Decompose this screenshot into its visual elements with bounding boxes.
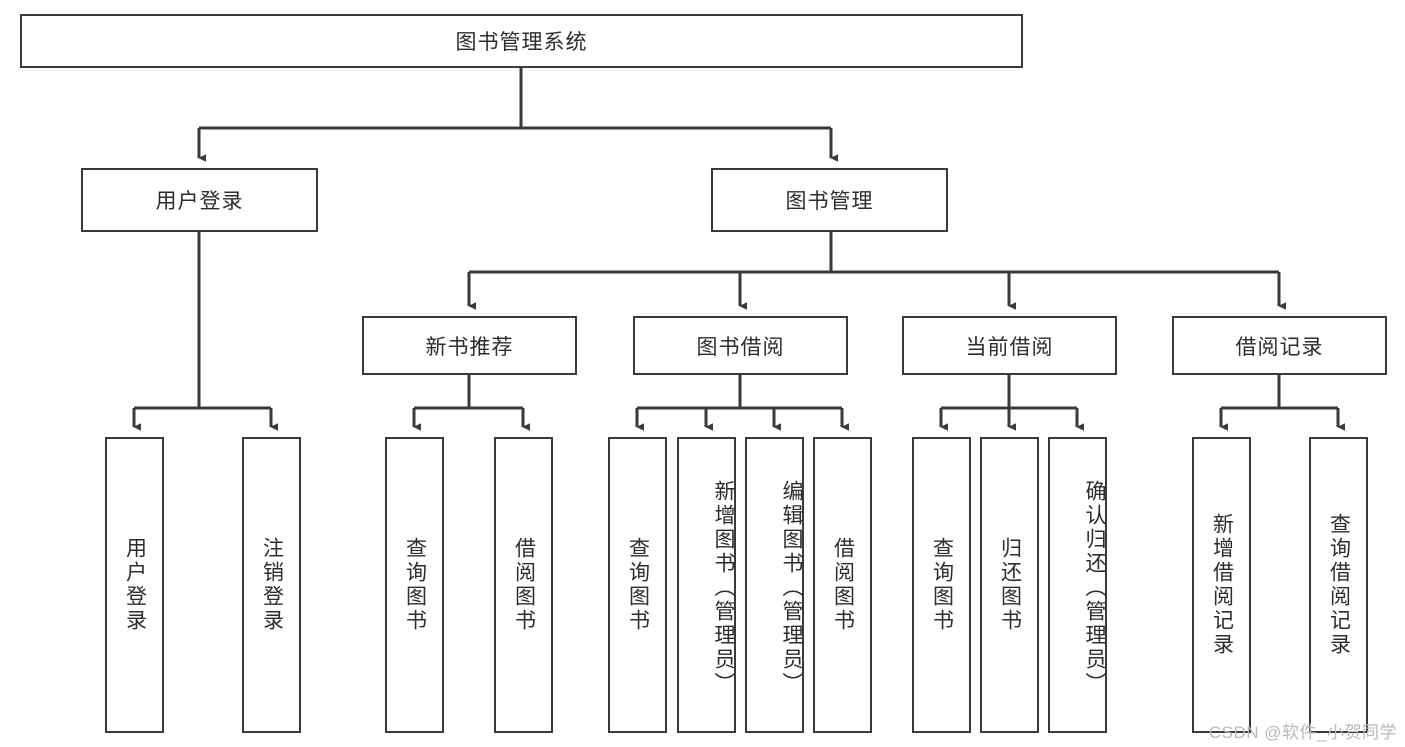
node-borrow-record-label: 借阅记录	[1235, 335, 1324, 359]
node-book-manage[interactable]: 图书管理	[711, 168, 948, 232]
node-leaf-add-book[interactable]: 新增图书（管理员）	[677, 437, 736, 733]
node-leaf-return-book-label: 归还图书	[998, 537, 1022, 633]
node-leaf-query-book-1[interactable]: 查询图书	[385, 437, 444, 733]
node-new-book-recommend[interactable]: 新书推荐	[362, 316, 577, 375]
node-leaf-confirm-return-label: 确认归还（管理员）	[1083, 480, 1106, 696]
node-leaf-query-book-1-label: 查询图书	[403, 537, 427, 633]
node-book-borrow[interactable]: 图书借阅	[633, 316, 848, 375]
node-leaf-borrow-book-1[interactable]: 借阅图书	[494, 437, 553, 733]
node-leaf-query-book-3[interactable]: 查询图书	[912, 437, 971, 733]
node-book-borrow-label: 图书借阅	[696, 335, 785, 359]
node-leaf-query-book-3-label: 查询图书	[930, 537, 954, 633]
node-leaf-confirm-return[interactable]: 确认归还（管理员）	[1048, 437, 1107, 733]
node-leaf-query-record-label: 查询借阅记录	[1327, 513, 1351, 657]
node-leaf-query-book-2[interactable]: 查询图书	[608, 437, 667, 733]
node-leaf-user-login-label: 用户登录	[123, 537, 147, 633]
node-leaf-borrow-book-2[interactable]: 借阅图书	[813, 437, 872, 733]
node-user-login-label: 用户登录	[155, 190, 244, 213]
node-leaf-edit-book[interactable]: 编辑图书（管理员）	[745, 437, 804, 733]
node-borrow-record[interactable]: 借阅记录	[1172, 316, 1387, 375]
node-leaf-user-logout[interactable]: 注销登录	[242, 437, 301, 733]
node-leaf-user-login[interactable]: 用户登录	[105, 437, 164, 733]
node-leaf-user-logout-label: 注销登录	[260, 537, 284, 633]
csdn-watermark: CSDN @软件_小贺同学	[1208, 723, 1397, 742]
node-current-borrow[interactable]: 当前借阅	[902, 316, 1117, 375]
node-root-label: 图书管理系统	[455, 31, 588, 54]
node-root[interactable]: 图书管理系统	[20, 14, 1023, 68]
node-leaf-borrow-book-1-label: 借阅图书	[512, 537, 536, 633]
node-leaf-add-book-label: 新增图书（管理员）	[712, 480, 735, 696]
node-leaf-query-book-2-label: 查询图书	[626, 537, 650, 633]
node-user-login[interactable]: 用户登录	[81, 168, 318, 232]
node-leaf-return-book[interactable]: 归还图书	[980, 437, 1039, 733]
node-book-manage-label: 图书管理	[785, 190, 874, 213]
node-new-book-recommend-label: 新书推荐	[425, 335, 514, 359]
node-leaf-edit-book-label: 编辑图书（管理员）	[780, 480, 803, 696]
node-leaf-add-record[interactable]: 新增借阅记录	[1192, 437, 1251, 733]
node-leaf-add-record-label: 新增借阅记录	[1210, 513, 1234, 657]
node-current-borrow-label: 当前借阅	[965, 335, 1054, 359]
node-leaf-borrow-book-2-label: 借阅图书	[831, 537, 855, 633]
node-leaf-query-record[interactable]: 查询借阅记录	[1309, 437, 1368, 733]
